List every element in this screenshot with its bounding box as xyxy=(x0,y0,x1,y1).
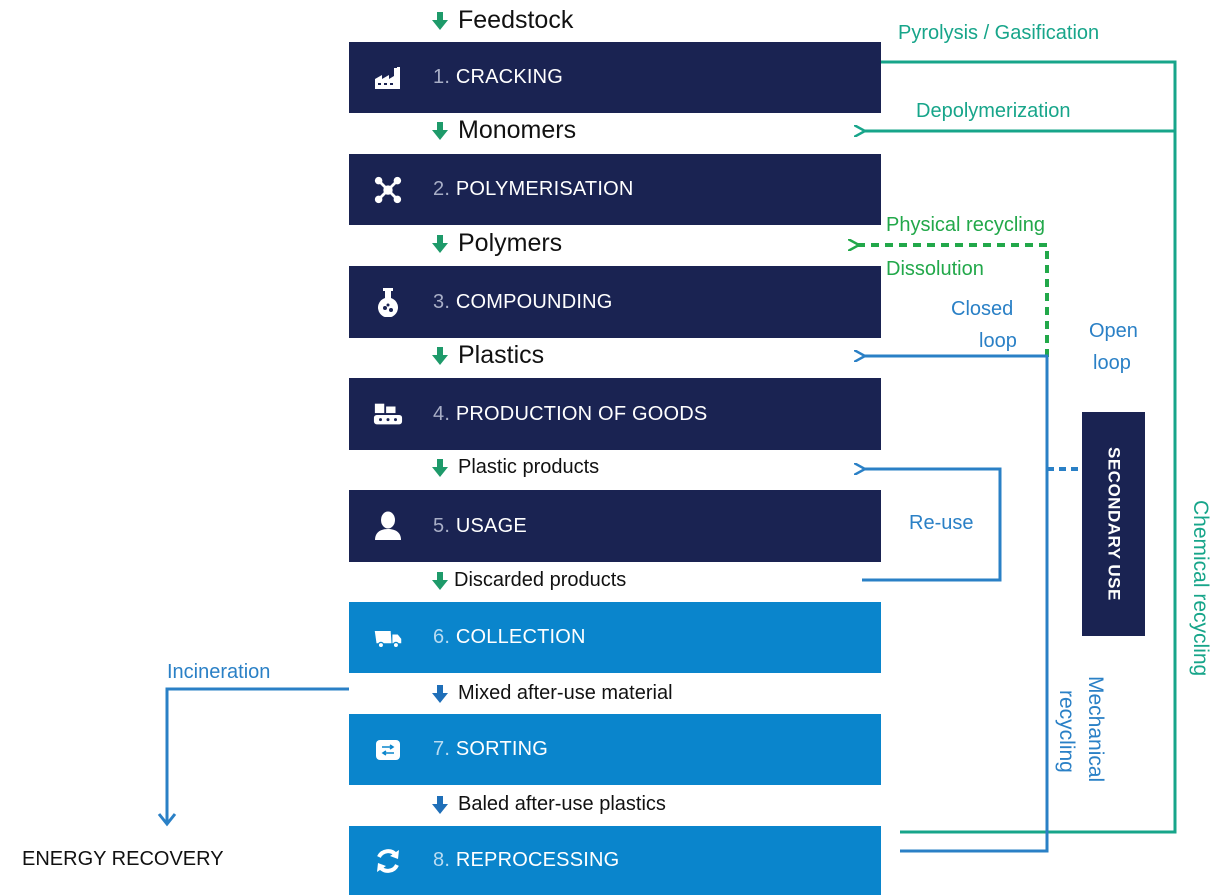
conveyor-icon xyxy=(373,399,403,429)
open-loop-label-1: Open xyxy=(1089,320,1138,342)
stage-polymerisation: 2. POLYMERISATION xyxy=(349,154,881,225)
reuse-label: Re-use xyxy=(909,512,974,534)
depolymerization-label: Depolymerization xyxy=(916,100,1071,122)
dissolution-label: Dissolution xyxy=(886,258,984,280)
stage-production-of-goods: 4. PRODUCTION OF GOODS xyxy=(349,378,881,450)
flow-feedstock: Feedstock xyxy=(432,6,573,35)
physical-recycling-line xyxy=(858,245,1049,357)
chemical-recycling-line xyxy=(762,62,1177,834)
chemical-recycling-label: Chemical recycling xyxy=(1189,500,1212,677)
down-arrow-icon xyxy=(432,234,448,253)
flow-mixed-after-use: Mixed after-use material xyxy=(432,682,673,705)
down-arrow-icon xyxy=(432,795,448,814)
physical-recycling-label: Physical recycling xyxy=(886,214,1045,236)
stage-cracking: 1. CRACKING xyxy=(349,42,881,113)
down-arrow-icon xyxy=(432,458,448,477)
flow-polymers: Polymers xyxy=(432,229,562,258)
flow-monomers: Monomers xyxy=(432,116,576,145)
closed-loop-label-2: loop xyxy=(979,330,1017,352)
flow-baled-after-use: Baled after-use plastics xyxy=(432,793,666,816)
pyrolysis-label: Pyrolysis / Gasification xyxy=(898,22,1100,44)
truck-icon xyxy=(373,623,403,653)
recycling-label: recycling xyxy=(1055,690,1078,773)
incineration-arrowhead xyxy=(157,813,177,827)
energy-recovery-label: ENERGY RECOVERY xyxy=(22,848,224,870)
flow-discarded-products: Discarded products xyxy=(432,569,626,592)
flow-plastic-products: Plastic products xyxy=(432,456,599,479)
recycle-icon xyxy=(373,846,403,876)
reuse-line xyxy=(862,469,1002,582)
flow-plastics: Plastics xyxy=(432,341,544,370)
down-arrow-icon xyxy=(432,571,448,590)
down-arrow-icon xyxy=(432,121,448,140)
stage-sorting: 7. SORTING xyxy=(349,714,881,785)
stage-reprocessing: 8. REPROCESSING xyxy=(349,826,881,895)
incineration-line xyxy=(165,687,349,822)
down-arrow-icon xyxy=(432,684,448,703)
stage-collection: 6. COLLECTION xyxy=(349,602,881,673)
closed-loop-label-1: Closed xyxy=(951,298,1014,320)
flask-icon xyxy=(373,287,403,317)
down-arrow-icon xyxy=(432,11,448,30)
stage-usage: 5. USAGE xyxy=(349,490,881,562)
secondary-use-box: SECONDARY USE xyxy=(1082,412,1145,636)
sorting-icon xyxy=(373,735,403,765)
mechanical-label: Mechanical xyxy=(1084,676,1107,783)
factory-icon xyxy=(373,63,403,93)
incineration-label: Incineration xyxy=(167,661,271,683)
mechanical-recycling-line xyxy=(864,356,1049,853)
down-arrow-icon xyxy=(432,346,448,365)
molecule-icon xyxy=(373,175,403,205)
stage-compounding: 3. COMPOUNDING xyxy=(349,266,881,338)
open-loop-label-2: loop xyxy=(1093,352,1131,374)
person-icon xyxy=(373,511,403,541)
